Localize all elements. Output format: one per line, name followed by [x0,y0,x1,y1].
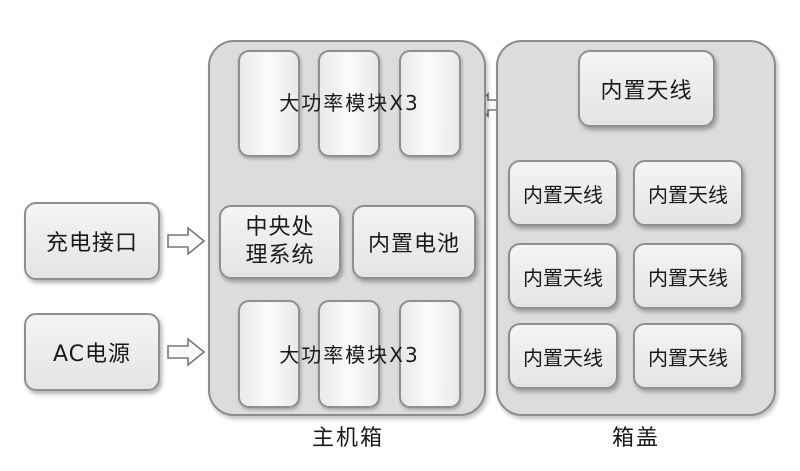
main-box-caption: 主机箱 [311,426,384,451]
bottom-module-cell [238,300,300,408]
cpu-label: 中央处 理系统 [245,215,315,268]
antenna-box: 内置天线 [508,323,618,389]
charge-port-label: 充电接口 [45,231,138,256]
bottom-module-cell [318,300,380,408]
lid-caption: 箱盖 [611,426,660,451]
top-module-cell [399,50,461,157]
power-arrow-icon [167,337,206,367]
top-antenna-label: 内置天线 [600,78,693,104]
cpu-box: 中央处 理系统 [219,205,341,279]
antenna-label: 内置天线 [648,345,728,370]
antenna-label: 内置天线 [523,345,603,370]
ac-power-label: AC电源 [52,342,132,367]
battery-label: 内置电池 [367,232,460,257]
antenna-box: 内置天线 [508,243,618,309]
antenna-label: 内置天线 [648,265,728,290]
antenna-box: 内置天线 [633,323,743,389]
antenna-label: 内置天线 [523,182,603,207]
battery-box: 内置电池 [352,205,476,279]
antenna-box: 内置天线 [633,160,743,226]
bottom-module-label: 大功率模块X3 [279,343,420,367]
ac-power-box: AC电源 [24,313,160,391]
charge-arrow-icon [167,226,206,256]
top-module-cell [238,50,300,157]
bottom-module-cell [399,300,461,408]
antenna-label: 内置天线 [648,182,728,207]
antenna-box: 内置天线 [633,243,743,309]
antenna-box: 内置天线 [508,160,618,226]
charge-port-box: 充电接口 [24,202,160,280]
top-module-cell [318,50,380,157]
top-antenna-box: 内置天线 [578,50,715,127]
antenna-label: 内置天线 [523,265,603,290]
top-module-label: 大功率模块X3 [279,91,420,115]
